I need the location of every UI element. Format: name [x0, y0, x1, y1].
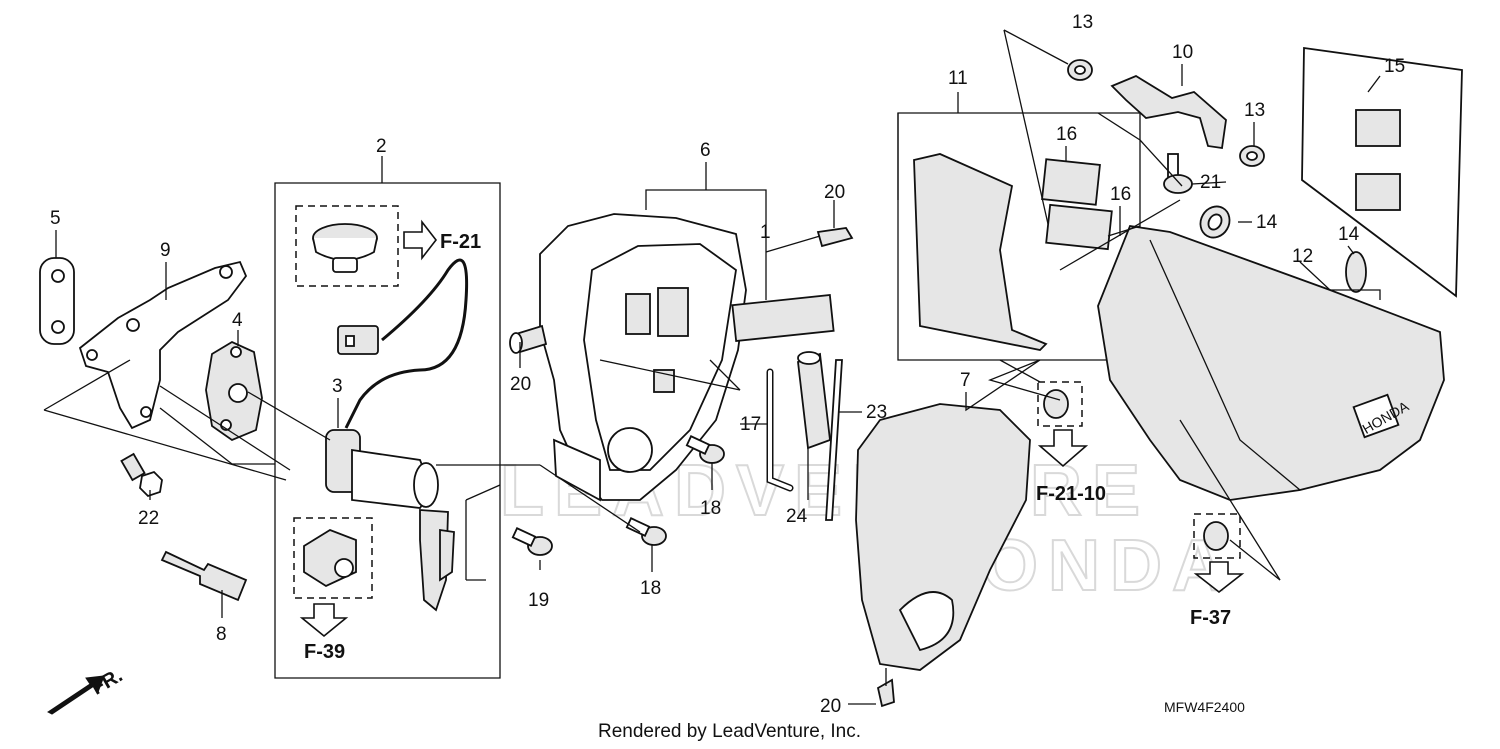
- part-16-pad-b[interactable]: [1045, 203, 1113, 251]
- part-6-housing[interactable]: [539, 213, 747, 502]
- callout-numbers: 1 1 2 3 4 5 6 7 8 9 10 11 12 13 13 14 14…: [50, 12, 1405, 717]
- callout-5: 5: [50, 208, 61, 229]
- part-5-plate[interactable]: [39, 257, 75, 345]
- part-harness: [337, 258, 469, 429]
- part-12-large-cover[interactable]: HONDA: [1097, 225, 1445, 501]
- callout-20c: 20: [820, 696, 841, 717]
- part-13-grommet-b[interactable]: [1239, 145, 1265, 167]
- ref-f21[interactable]: F-21: [440, 231, 481, 253]
- front-direction-arrow: FR.: [47, 664, 127, 715]
- callout-10: 10: [1172, 42, 1193, 63]
- part-11-inner-panel[interactable]: [913, 153, 1048, 351]
- callout-14a: 14: [1256, 212, 1278, 233]
- callout-19: 19: [528, 590, 549, 611]
- callout-9: 9: [160, 240, 171, 261]
- grommet-f2110: [1043, 389, 1069, 419]
- arrow-down-f37: [1193, 561, 1245, 594]
- callout-23: 23: [866, 402, 887, 423]
- callout-18a: 18: [700, 498, 721, 519]
- part-15-pad-b: [1355, 173, 1401, 211]
- callout-11: 11: [948, 68, 968, 89]
- part-ignition-cap: [312, 223, 378, 273]
- callout-16a: 16: [1056, 124, 1077, 145]
- callout-12: 12: [1292, 246, 1313, 267]
- callout-21: 21: [1200, 172, 1221, 193]
- part-14-grommet-b[interactable]: [1345, 251, 1367, 293]
- part-24-screwdriver-handle[interactable]: [797, 351, 831, 450]
- part-7-side-cover[interactable]: [855, 403, 1031, 671]
- ref-f37[interactable]: F-37: [1190, 607, 1231, 629]
- callout-24: 24: [786, 506, 808, 527]
- callout-7: 7: [960, 370, 971, 391]
- part-15-sheet[interactable]: [1301, 46, 1463, 298]
- part-13-grommet-a[interactable]: [1067, 59, 1093, 81]
- part-19-screw[interactable]: [511, 527, 553, 556]
- part-4-lock-plate[interactable]: [205, 340, 263, 442]
- part-20-clip-b[interactable]: [509, 324, 548, 354]
- callout-20b: 20: [510, 374, 531, 395]
- part-16-pad-a[interactable]: [1041, 158, 1101, 206]
- callout-13b: 13: [1244, 100, 1265, 121]
- callout-1-label: 1: [760, 222, 771, 243]
- callout-4: 4: [232, 310, 243, 331]
- callout-15: 15: [1384, 56, 1405, 77]
- callout-13a: 13: [1072, 12, 1093, 33]
- callout-14b: 14: [1338, 224, 1360, 245]
- arrow-down-f39: [299, 603, 349, 638]
- callout-16b: 16: [1110, 184, 1131, 205]
- ref-f39[interactable]: F-39: [304, 641, 345, 663]
- callout-2: 2: [376, 136, 387, 157]
- callout-8: 8: [216, 624, 227, 645]
- part-20-clip-c[interactable]: [876, 678, 895, 708]
- callout-22: 22: [138, 508, 159, 529]
- callout-17: 17: [740, 414, 761, 435]
- part-14-grommet-a[interactable]: [1195, 201, 1235, 243]
- part-22-bolt[interactable]: [120, 452, 163, 498]
- callout-3: 3: [332, 376, 343, 397]
- diagram-code: MFW4F2400: [1164, 699, 1245, 715]
- part-15-pad-a: [1355, 109, 1401, 147]
- front-direction-label: FR.: [88, 664, 127, 699]
- part-3-ignition-lock[interactable]: [325, 429, 455, 612]
- callout-6: 6: [700, 140, 711, 161]
- ref-f2110[interactable]: F-21-10: [1036, 483, 1106, 505]
- arrow-down-f2110: [1037, 429, 1089, 468]
- part-10-bracket[interactable]: [1110, 74, 1227, 150]
- footer-credit: Rendered by LeadVenture, Inc.: [598, 721, 861, 742]
- callout-20a: 20: [824, 182, 845, 203]
- leader-lines: [43, 29, 1381, 705]
- grommet-f37: [1203, 521, 1229, 551]
- callout-18b: 18: [640, 578, 661, 599]
- part-23-screwdriver-shaft[interactable]: [825, 359, 843, 521]
- part-21-bolt[interactable]: [1163, 153, 1193, 194]
- part-8-key[interactable]: [160, 550, 248, 602]
- part-9-bracket[interactable]: [78, 260, 248, 430]
- part-1-foam-strip[interactable]: [731, 293, 835, 343]
- part-20-clip-a[interactable]: [816, 227, 854, 248]
- part-18-screw-b[interactable]: [625, 517, 667, 546]
- arrow-right-f21: [403, 219, 438, 261]
- part-lock-cylinder-small: [303, 529, 357, 588]
